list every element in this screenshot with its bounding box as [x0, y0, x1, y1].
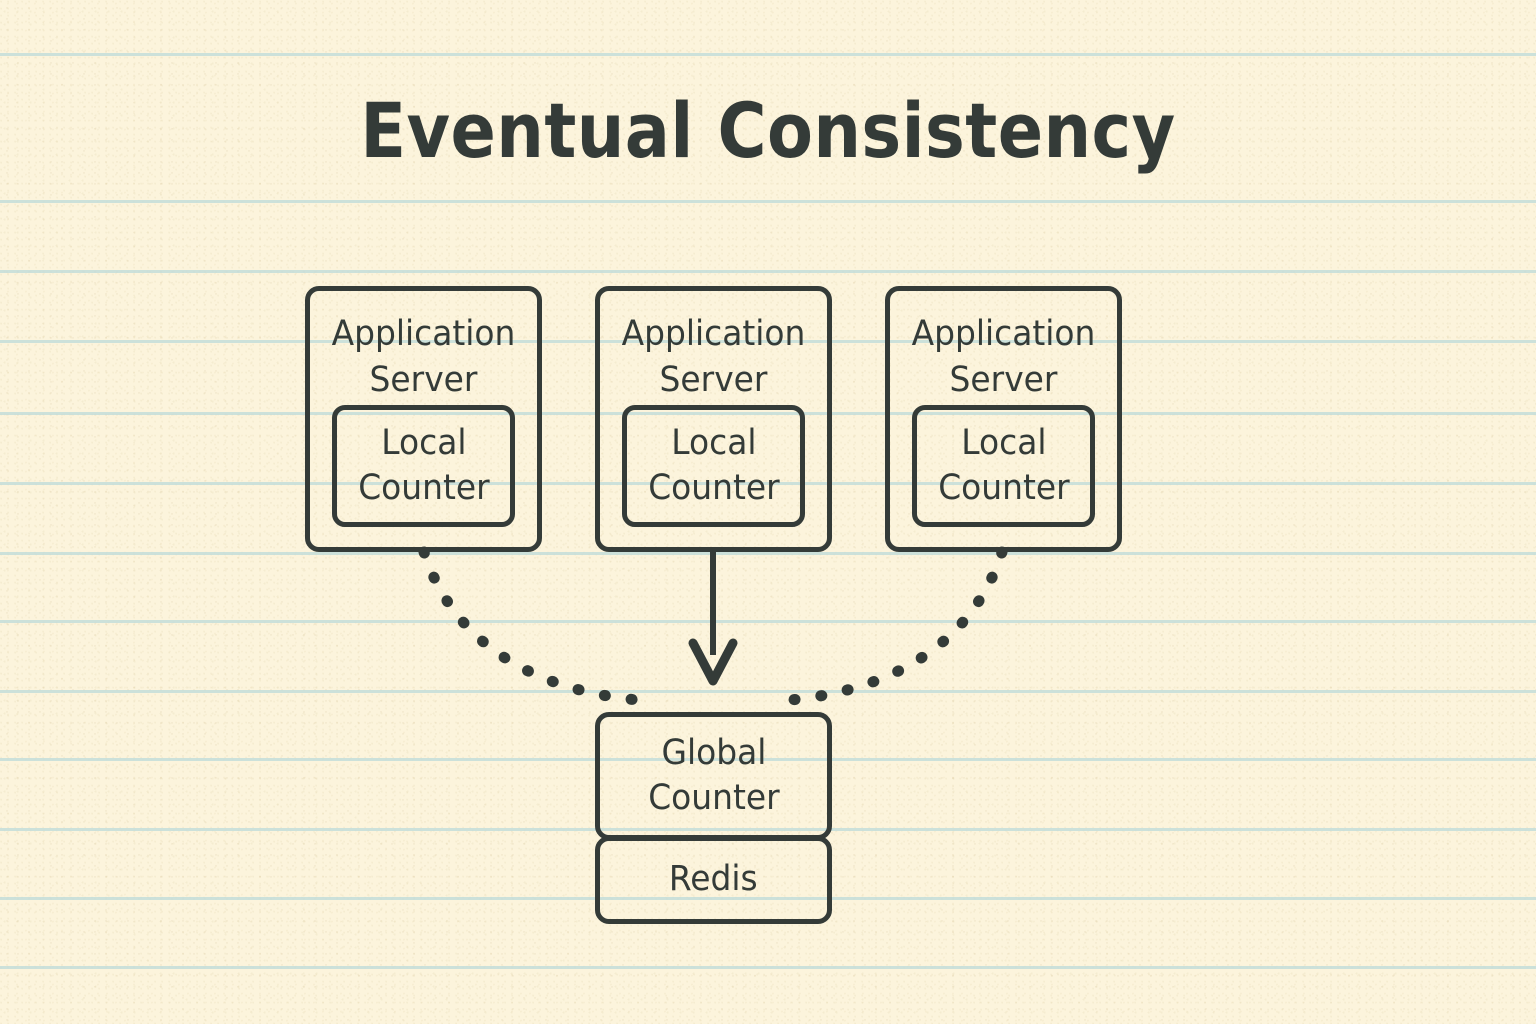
global-store-node[interactable]: Global Counter Redis — [595, 712, 832, 924]
app-server-title-line2: Server — [659, 360, 768, 401]
rule-line — [0, 412, 1536, 415]
app-server-title-line2: Server — [369, 360, 478, 401]
local-counter-label: Local Counter — [648, 421, 779, 512]
local-counter-line2: Counter — [647, 468, 780, 508]
redis-box[interactable]: Redis — [595, 836, 832, 924]
app-server-title: Application Server — [317, 311, 530, 403]
app-server-title-line1: Application — [331, 314, 516, 354]
local-counter-line1: Local — [380, 422, 467, 463]
rule-line — [0, 270, 1536, 273]
app-server-node[interactable]: Application Server Local Counter — [305, 286, 542, 552]
local-counter-box[interactable]: Local Counter — [622, 405, 805, 527]
app-server-title: Application Server — [897, 311, 1110, 403]
local-counter-box[interactable]: Local Counter — [912, 405, 1095, 527]
local-counter-label: Local Counter — [358, 421, 489, 512]
page-title: Eventual Consistency — [360, 86, 1176, 175]
local-counter-line1: Local — [960, 422, 1047, 463]
local-counter-line2: Counter — [357, 468, 490, 508]
app-server-node[interactable]: Application Server Local Counter — [885, 286, 1122, 552]
global-counter-line1: Global — [661, 732, 766, 773]
local-counter-line2: Counter — [937, 468, 1070, 508]
rule-line — [0, 552, 1536, 555]
rule-line — [0, 200, 1536, 203]
local-counter-label: Local Counter — [938, 421, 1069, 512]
rule-line — [0, 620, 1536, 623]
edge-dotted-left — [418, 546, 644, 706]
rule-line — [0, 828, 1536, 831]
redis-label: Redis — [669, 859, 758, 900]
local-counter-line1: Local — [670, 422, 757, 463]
rule-line — [0, 690, 1536, 693]
rule-line — [0, 482, 1536, 485]
global-counter-box[interactable]: Global Counter — [595, 712, 832, 840]
rule-line — [0, 340, 1536, 343]
app-server-title-line1: Application — [911, 314, 1096, 354]
rule-line — [0, 758, 1536, 761]
local-counter-box[interactable]: Local Counter — [332, 405, 515, 527]
arrowhead-icon — [688, 638, 738, 686]
global-counter-label: Global Counter — [648, 731, 779, 822]
app-server-title-line1: Application — [621, 314, 806, 354]
app-server-node[interactable]: Application Server Local Counter — [595, 286, 832, 552]
global-counter-line2: Counter — [647, 778, 780, 818]
rule-line — [0, 966, 1536, 969]
app-server-title-line2: Server — [949, 360, 1058, 401]
edge-dotted-right — [784, 546, 1008, 706]
app-server-title: Application Server — [607, 311, 820, 403]
rule-line — [0, 53, 1536, 56]
rule-line — [0, 897, 1536, 900]
